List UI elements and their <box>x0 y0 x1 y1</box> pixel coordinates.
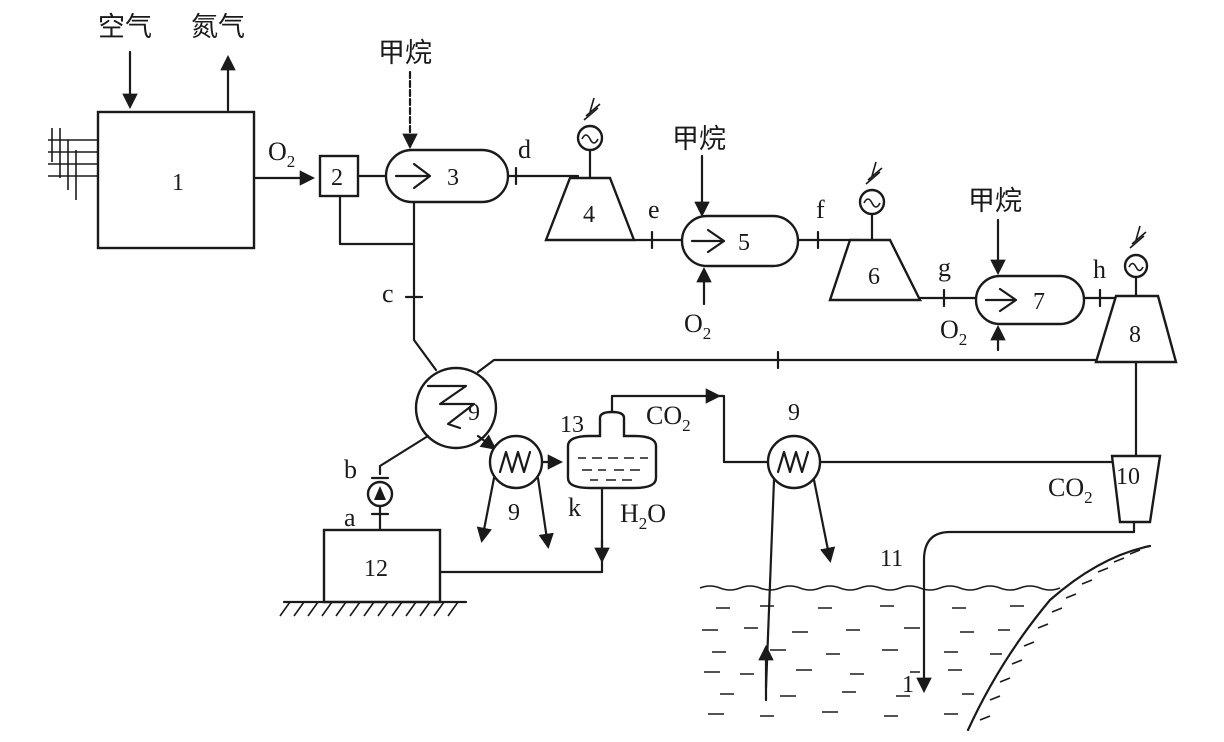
turbine-8: 8 <box>1094 294 1178 364</box>
generator-icon <box>1123 225 1149 279</box>
unit-9-number-right: 9 <box>788 400 800 426</box>
unit-11-number: 11 <box>880 546 903 572</box>
combustor-icon <box>690 228 726 254</box>
unit-7-number: 7 <box>1033 289 1045 315</box>
water-return-line <box>438 538 604 574</box>
co2-label-pump: CO2 <box>1048 473 1093 507</box>
point-b: b <box>344 455 357 484</box>
unit-12-number: 12 <box>364 556 388 582</box>
point-g: g <box>938 253 951 282</box>
unit-13-number: 13 <box>560 412 584 438</box>
nitrogen-label: 氮气 <box>191 12 245 43</box>
unit-1-number: 1 <box>172 170 184 196</box>
terminal-grid-icon <box>48 128 98 200</box>
cooling-out-left <box>536 476 554 550</box>
water-label: H2O <box>620 499 666 533</box>
unit-9-number-left: 9 <box>508 500 520 526</box>
point-e: e <box>648 195 660 224</box>
seawater-in-line <box>764 478 776 690</box>
air-separation-unit: 1 <box>48 110 256 250</box>
turbine-6: 6 <box>828 238 922 302</box>
point-a: a <box>344 503 356 532</box>
pump-icon <box>366 480 394 508</box>
oxygen-label-7: O2 <box>940 315 967 349</box>
point-k: k <box>568 493 581 522</box>
oxygen-label-5: O2 <box>684 309 711 343</box>
cooling-in-left <box>476 476 496 544</box>
heat-exchanger-icon <box>766 434 822 490</box>
unit-9-number-main: 9 <box>468 400 480 426</box>
combustor-icon <box>394 162 432 190</box>
ground-hatch-icon <box>279 600 468 617</box>
point-d: d <box>518 135 531 164</box>
sea-water-icon <box>699 544 1152 732</box>
oxygen-label: O2 <box>268 137 295 171</box>
heat-exchanger-icon <box>414 366 498 450</box>
unit-6-number: 6 <box>868 264 880 290</box>
point-f: f <box>816 195 825 224</box>
co2-compressor-10: 10 <box>1110 454 1162 524</box>
heat-exchanger-icon <box>488 434 544 490</box>
combustor-icon <box>984 287 1018 313</box>
methane-label-3: 甲烷 <box>968 186 1022 217</box>
unit-3-number: 3 <box>447 165 459 191</box>
line-9-to-b <box>378 434 430 476</box>
co2-label-separator: CO2 <box>646 401 691 435</box>
methane-label-2: 甲烷 <box>672 124 726 155</box>
generator-icon <box>858 161 886 216</box>
separator-13 <box>566 410 658 490</box>
unit-10-number: 10 <box>1116 464 1140 490</box>
turbine-4: 4 <box>544 176 636 242</box>
co2-outlet-line <box>610 388 722 414</box>
injection-point-1: 1 <box>902 672 914 698</box>
combustor-7: 7 <box>974 274 1086 326</box>
point-h: h <box>1093 255 1106 284</box>
seawater-out-arrow <box>812 478 836 564</box>
unit-8-number: 8 <box>1129 322 1141 348</box>
exhaust-return-line <box>476 358 1098 374</box>
combustor-3: 3 <box>384 148 510 204</box>
co2-to-hx <box>716 394 770 464</box>
methane-label-1: 甲烷 <box>378 38 432 69</box>
air-label: 空气 <box>98 12 152 43</box>
unit-4-number: 4 <box>583 202 595 228</box>
combustor-5: 5 <box>680 214 800 268</box>
line-c <box>412 200 438 372</box>
unit-2-number: 2 <box>331 165 343 191</box>
line-9-to-9 <box>476 434 497 450</box>
point-c: c <box>382 279 394 308</box>
line-2-bypass <box>338 194 416 246</box>
generator-icon <box>576 97 604 152</box>
co2-injection-line <box>916 520 1136 694</box>
unit-5-number: 5 <box>738 230 750 256</box>
